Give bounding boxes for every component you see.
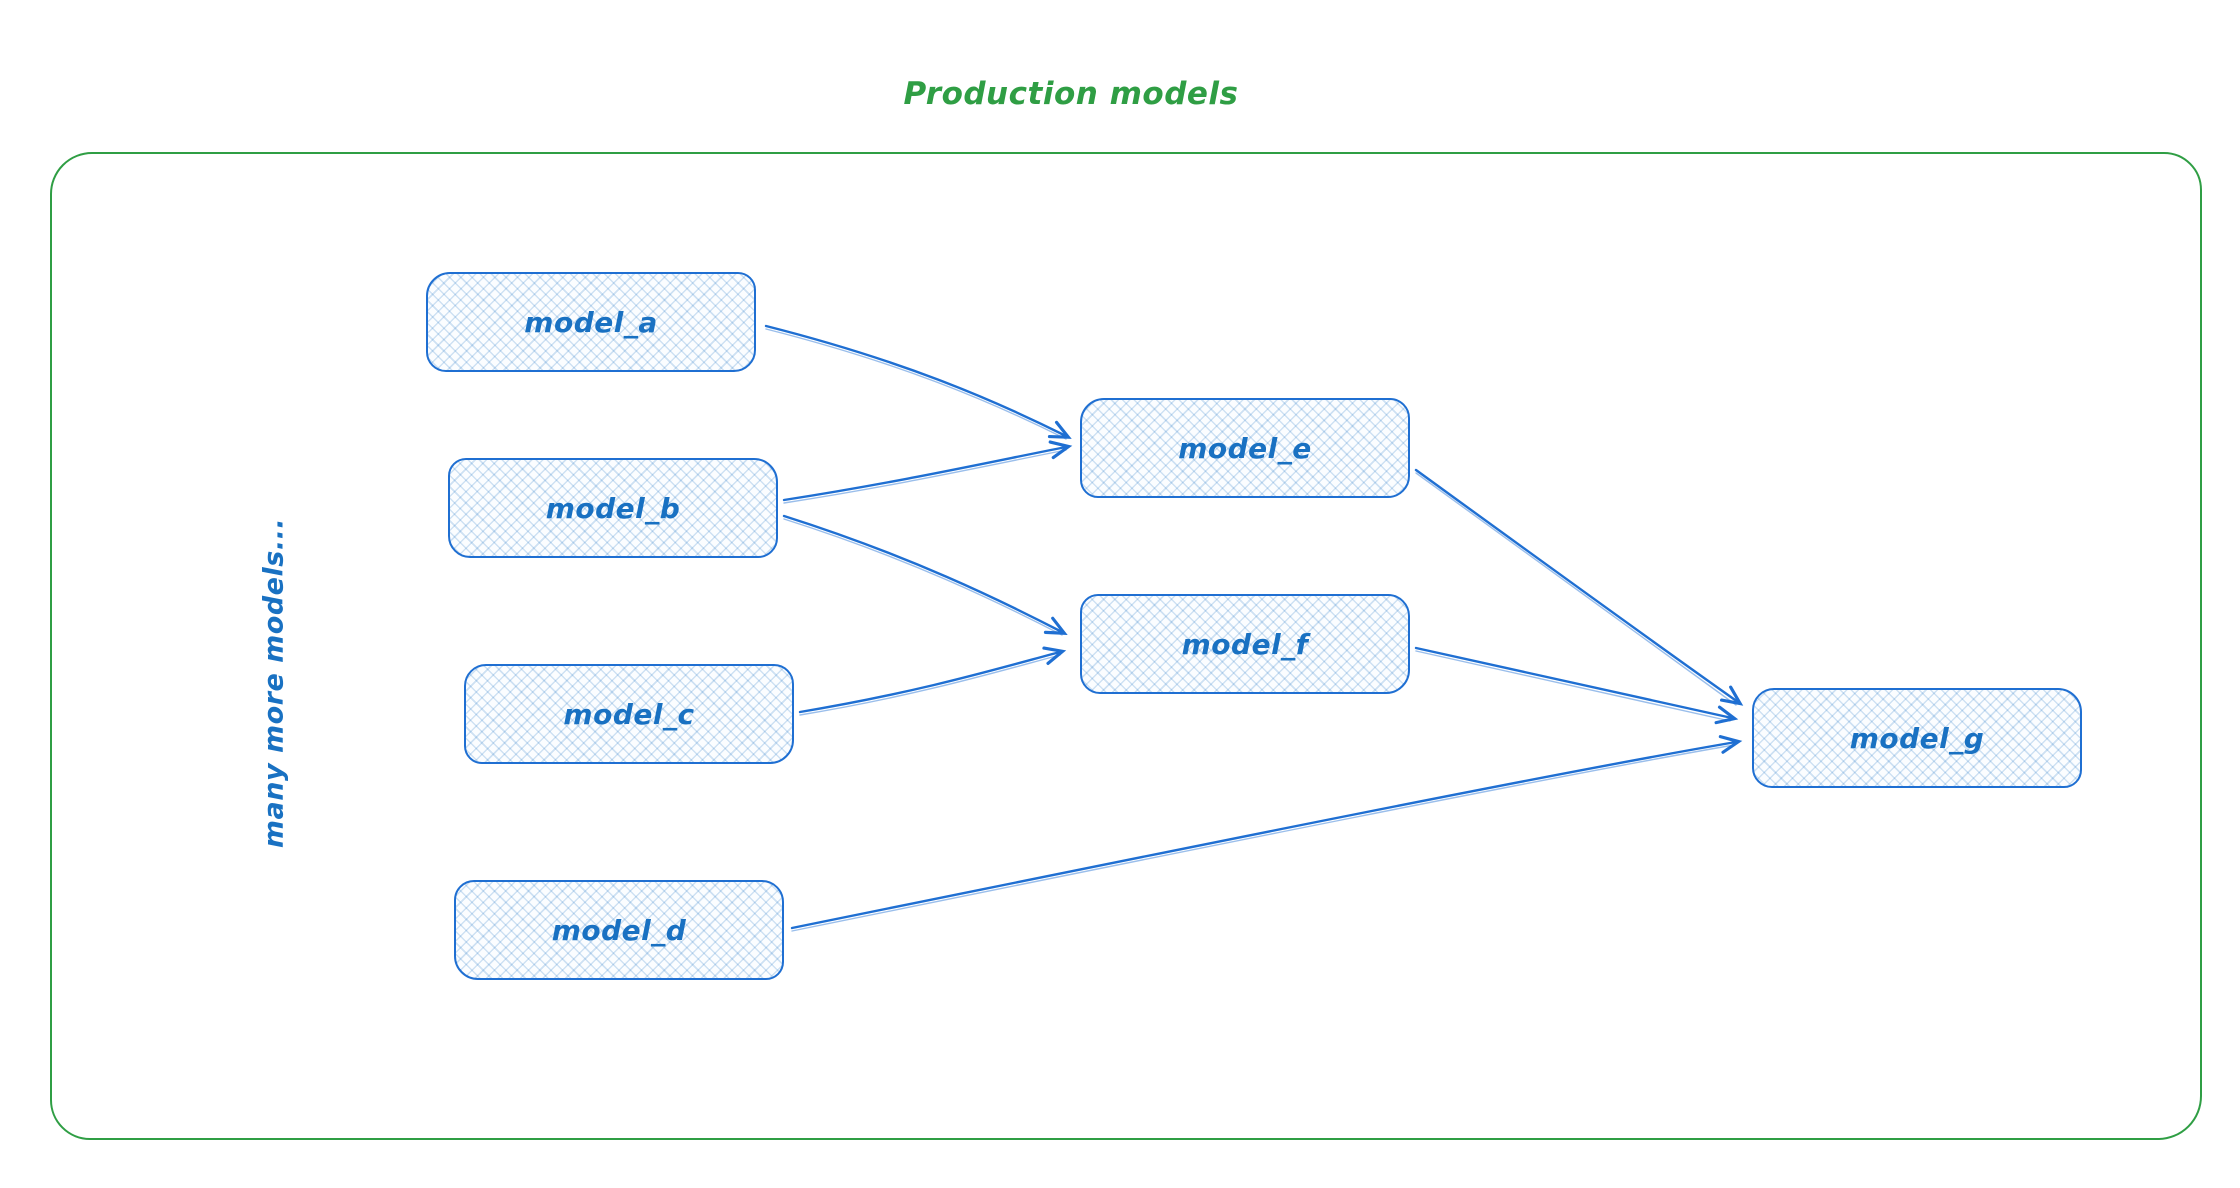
node-model_d-label: model_d	[551, 913, 687, 947]
node-model_c-label: model_c	[563, 697, 695, 731]
node-model_a: model_a	[426, 272, 756, 372]
node-model_a-label: model_a	[524, 305, 658, 339]
node-model_e-label: model_e	[1178, 431, 1312, 465]
diagram-title: Production models	[903, 76, 1239, 112]
node-model_e: model_e	[1080, 398, 1410, 498]
node-model_g-label: model_g	[1849, 721, 1985, 755]
node-model_f-label: model_f	[1181, 627, 1309, 661]
node-model_b-label: model_b	[545, 491, 681, 525]
many-more-models-label: many more models...	[258, 517, 290, 849]
production-models-frame	[50, 152, 2202, 1140]
node-model_f: model_f	[1080, 594, 1410, 694]
node-model_c: model_c	[464, 664, 794, 764]
node-model_g: model_g	[1752, 688, 2082, 788]
node-model_b: model_b	[448, 458, 778, 558]
node-model_d: model_d	[454, 880, 784, 980]
